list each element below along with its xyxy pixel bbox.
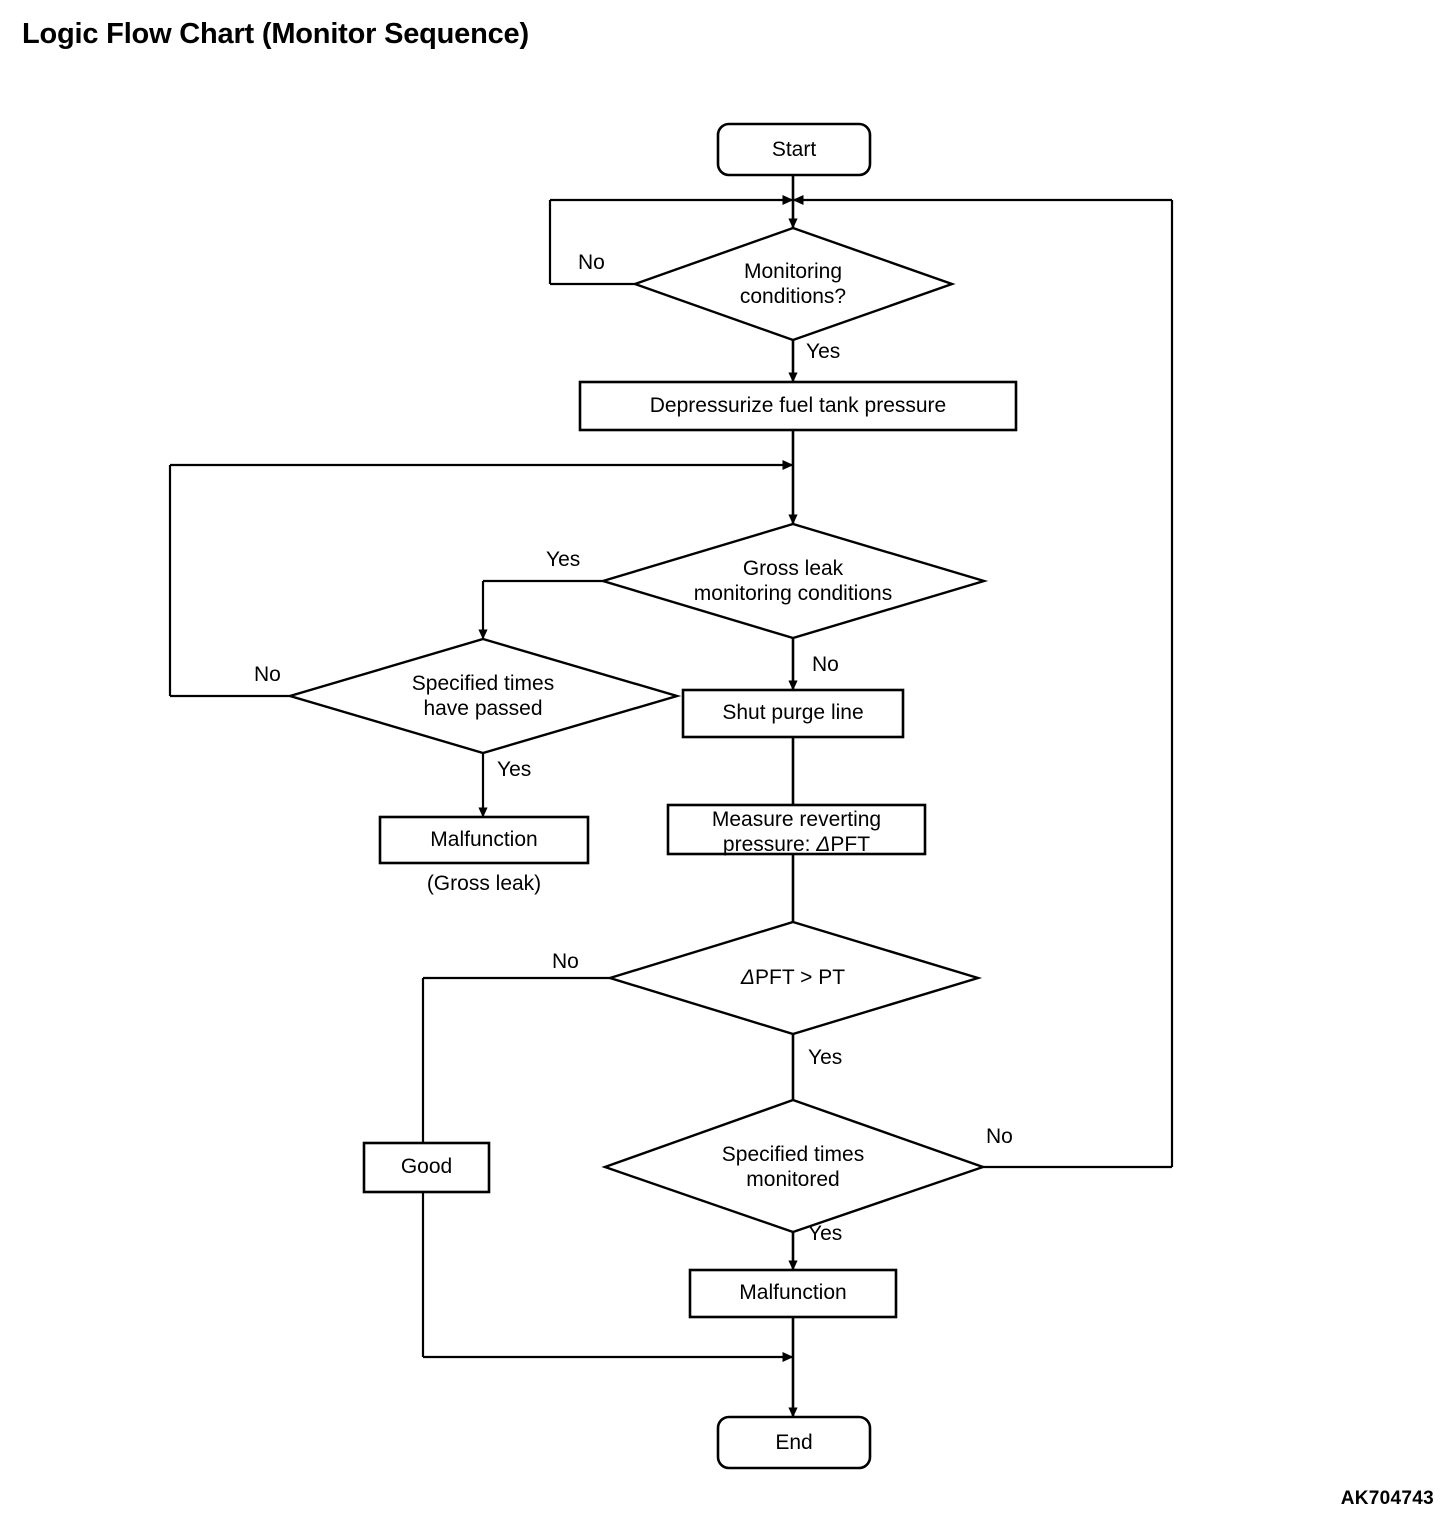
node-malfunction-gross-caption: (Gross leak) bbox=[426, 872, 542, 895]
node-times-passed-label-line2: have passed bbox=[423, 697, 543, 720]
node-measure-pressure-label-line1: Measure reverting bbox=[711, 808, 882, 831]
node-gross-leak-label: Gross leak monitoring conditions bbox=[613, 556, 973, 606]
measure-pressure-suffix: PFT bbox=[830, 833, 871, 856]
branch-label-gross-leak-no: No bbox=[812, 653, 839, 676]
branch-label-pft-yes: Yes bbox=[808, 1046, 843, 1069]
node-malfunction-shape bbox=[688, 1268, 898, 1319]
node-monitoring-label-line2: conditions? bbox=[739, 285, 847, 308]
node-times-monitored-label: Specified times monitored bbox=[643, 1142, 943, 1192]
node-end-label: End bbox=[775, 1431, 813, 1454]
node-good-shape bbox=[362, 1141, 491, 1194]
branch-label-monitored-yes: Yes bbox=[808, 1222, 843, 1245]
branch-label-gross-leak-yes: Yes bbox=[546, 548, 581, 571]
node-times-passed-label-line1: Specified times bbox=[411, 672, 555, 695]
node-depressurize-shape bbox=[578, 380, 1018, 432]
node-shut-purge-label: Shut purge line bbox=[722, 701, 864, 724]
branch-label-monitoring-yes: Yes bbox=[806, 340, 841, 363]
node-measure-pressure-label: Measure reverting pressure: ΔPFT bbox=[668, 807, 925, 857]
branch-label-pft-no: No bbox=[552, 950, 579, 973]
node-gross-leak-label-line1: Gross leak bbox=[742, 557, 844, 580]
delta-symbol-icon: Δ bbox=[816, 833, 831, 856]
node-times-passed-label: Specified times have passed bbox=[333, 671, 633, 721]
node-start-label: Start bbox=[771, 138, 817, 161]
node-pft-compare-rest: PFT > PT bbox=[755, 966, 846, 989]
node-times-monitored-label-line2: monitored bbox=[746, 1168, 840, 1191]
branch-label-times-passed-no: No bbox=[254, 663, 281, 686]
node-gross-leak-label-line2: monitoring conditions bbox=[693, 582, 893, 605]
node-monitoring-label-line1: Monitoring bbox=[743, 260, 843, 283]
reference-code: AK704743 bbox=[1340, 1488, 1434, 1509]
branch-label-monitoring-no: No bbox=[578, 251, 605, 274]
branch-label-monitored-no: No bbox=[986, 1125, 1013, 1148]
delta-symbol-icon-compare: Δ bbox=[740, 966, 756, 989]
page-title: Logic Flow Chart (Monitor Sequence) bbox=[22, 18, 529, 50]
node-good-label: Good bbox=[400, 1155, 453, 1178]
node-measure-pressure-label-line2: pressure: ΔPFT bbox=[668, 832, 925, 857]
node-malfunction-gross-label: Malfunction bbox=[430, 828, 538, 851]
node-monitoring-label: Monitoring conditions? bbox=[643, 259, 943, 309]
node-pft-compare-label: ΔPFT > PT bbox=[643, 966, 943, 990]
node-measure-pressure-shape bbox=[666, 803, 927, 856]
node-depressurize-label: Depressurize fuel tank pressure bbox=[649, 394, 947, 417]
measure-pressure-prefix: pressure: bbox=[722, 833, 817, 856]
branch-label-times-passed-yes: Yes bbox=[497, 758, 532, 781]
node-malfunction-label: Malfunction bbox=[739, 1281, 847, 1304]
node-times-monitored-label-line1: Specified times bbox=[721, 1143, 865, 1166]
